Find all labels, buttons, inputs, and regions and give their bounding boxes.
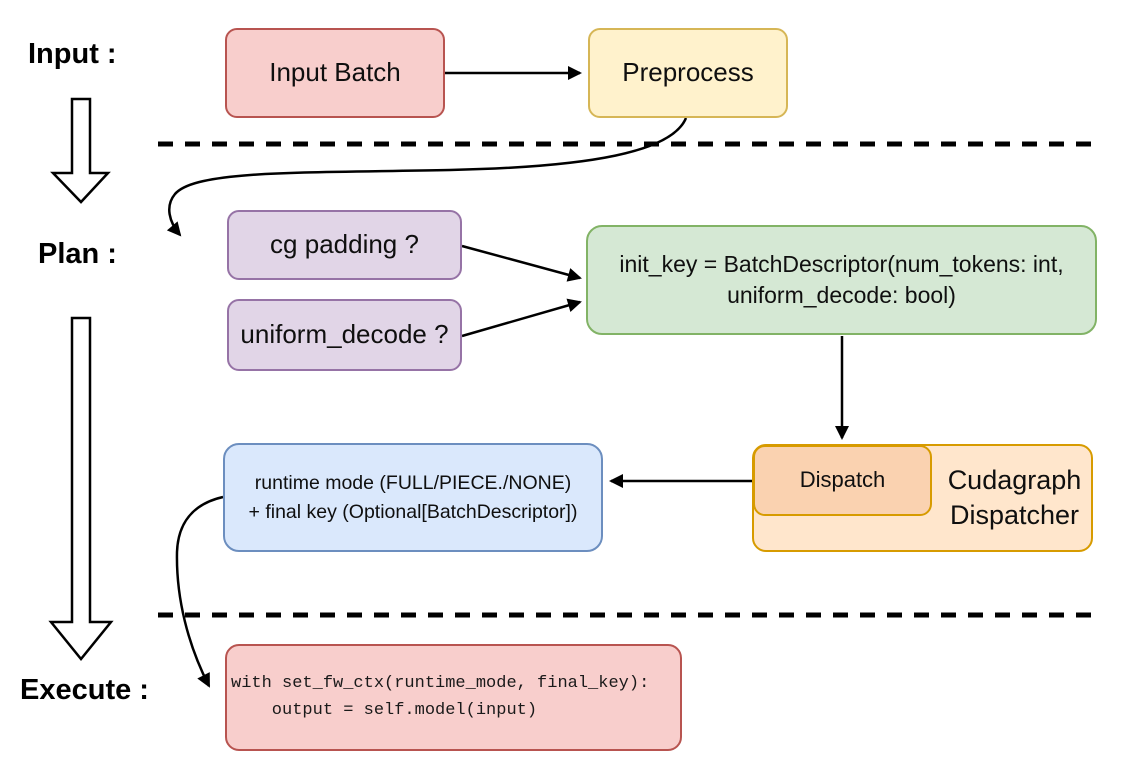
node-input-batch: Input Batch	[225, 28, 445, 118]
stage-label-input: Input :	[28, 38, 117, 70]
node-dispatch: Dispatch	[753, 445, 932, 516]
node-dispatch-label: Dispatch	[799, 467, 886, 493]
cudagraph-dispatcher-label: Cudagraph Dispatcher	[934, 446, 1095, 550]
arrow-runtimemode-to-execute	[175, 495, 224, 688]
cudagraph-dispatcher-line1: Cudagraph	[947, 464, 1082, 495]
node-uniform-decode-label: uniform_decode ?	[240, 319, 449, 350]
plan-stage-arrow	[48, 316, 114, 661]
cudagraph-dispatcher-line2: Dispatcher	[949, 500, 1080, 530]
node-runtime-mode-line1: runtime mode (FULL/PIECE./NONE)	[254, 472, 572, 495]
node-cg-padding: cg padding ?	[227, 210, 462, 280]
node-init-key-line1: init_key = BatchDescriptor(num_tokens: i…	[619, 250, 1064, 277]
node-preprocess: Preprocess	[588, 28, 788, 118]
node-runtime-mode-line2: + final key (Optional[BatchDescriptor])	[248, 500, 578, 523]
arrow-cgpadding-to-initkey	[461, 244, 582, 282]
arrow-preprocess-to-cgpadding	[166, 117, 688, 237]
node-cg-padding-label: cg padding ?	[270, 229, 419, 260]
arrow-uniformdecode-to-initkey	[461, 298, 582, 338]
execute-code-line2: output = self.model(input)	[231, 700, 538, 720]
node-execute-code: with set_fw_ctx(runtime_mode, final_key)…	[225, 644, 682, 751]
node-uniform-decode: uniform_decode ?	[227, 299, 462, 371]
node-preprocess-label: Preprocess	[622, 57, 754, 88]
stage-label-plan: Plan :	[38, 238, 117, 270]
node-init-key-line2: uniform_decode: bool)	[727, 282, 956, 308]
node-input-batch-label: Input Batch	[269, 57, 401, 88]
stage-label-execute: Execute :	[20, 674, 149, 706]
node-init-key: init_key = BatchDescriptor(num_tokens: i…	[586, 225, 1097, 335]
execute-code-line1: with set_fw_ctx(runtime_mode, final_key)…	[231, 674, 650, 694]
input-stage-arrow	[50, 97, 111, 204]
node-runtime-mode: runtime mode (FULL/PIECE./NONE) + final …	[223, 443, 603, 552]
